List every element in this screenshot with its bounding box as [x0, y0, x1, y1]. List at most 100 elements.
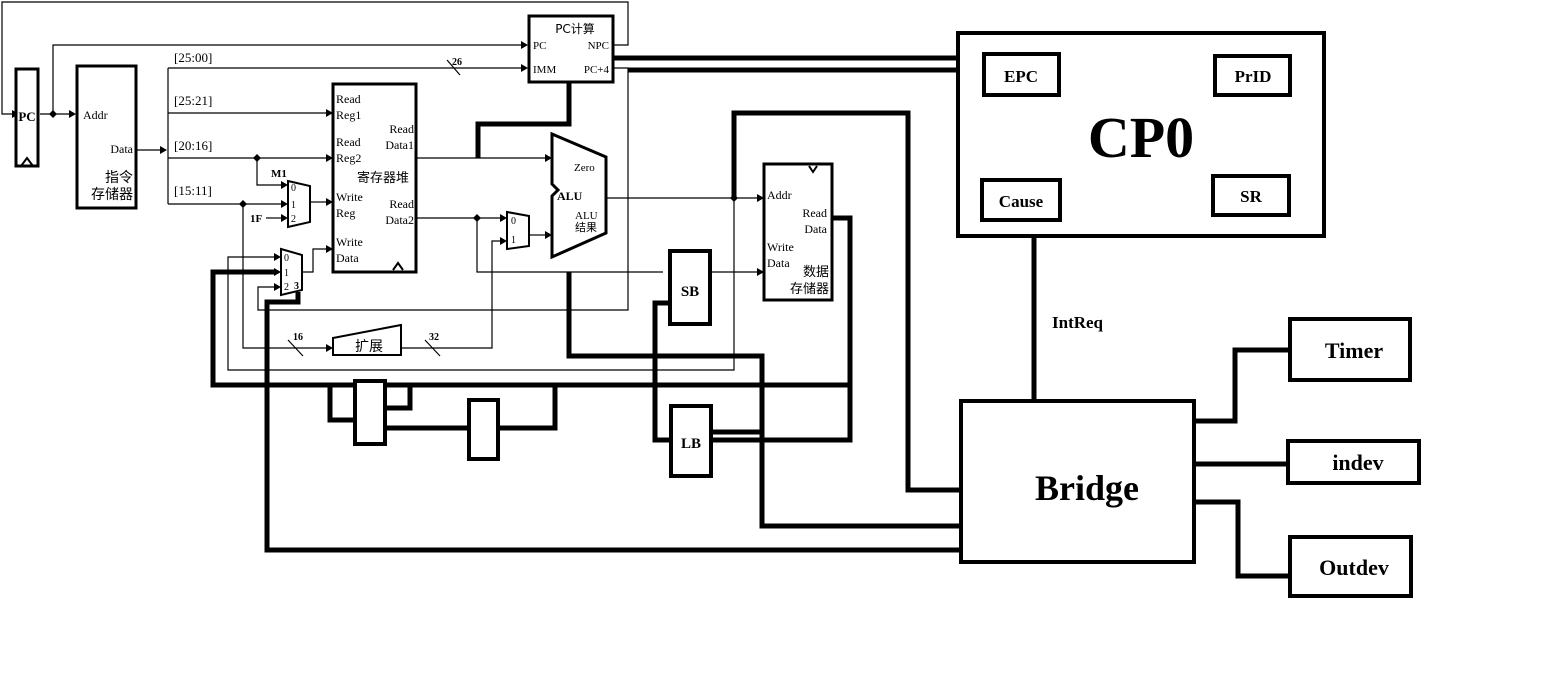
- wire-rt-to-m1: [256, 158, 281, 186]
- wire-ext-to-mux: [402, 240, 500, 349]
- cp0-cause-label: Cause: [999, 192, 1044, 211]
- dmem-title-2: 存储器: [790, 282, 829, 297]
- instruction-memory: Addr Data 指令 存储器: [75, 64, 138, 210]
- mux-m1-in2: 2: [291, 214, 296, 225]
- rf-write-reg-a: Write: [336, 190, 363, 204]
- bus-readdata-to-wdmux: [210, 215, 853, 388]
- lb-label: LB: [681, 436, 701, 452]
- bus-slash-26: [446, 59, 461, 76]
- dmem-write-a: Write: [767, 240, 794, 254]
- rf-read-data2-b: Data2: [385, 213, 414, 227]
- mux-alu-in1: 1: [511, 235, 516, 246]
- pccalc-pc-port: PC: [533, 40, 546, 52]
- cp0-sr-label: SR: [1240, 187, 1262, 206]
- cp0-sr-box: [1211, 174, 1291, 217]
- alu-name: ALU: [557, 189, 583, 203]
- field-25-00: [25:00]: [174, 50, 212, 65]
- mux-wd-in1: 1: [284, 268, 289, 279]
- dmem-addr-label: Addr: [767, 188, 792, 202]
- mux-alu-in0: 0: [511, 216, 516, 227]
- rf-write-data-b: Data: [336, 251, 359, 265]
- bus-alu-to-bridge: [566, 272, 962, 529]
- bus-width-16: 16: [293, 332, 303, 343]
- thick-wires: [210, 55, 1290, 579]
- device-timer: Timer: [1288, 317, 1412, 382]
- dmem-title-1: 数据: [803, 265, 829, 280]
- extender: 扩展 16 32: [293, 323, 439, 356]
- mux-wd-in0: 0: [284, 253, 289, 264]
- cp0-prid-box: [1213, 54, 1292, 97]
- alu-zero-label: Zero: [574, 162, 595, 174]
- bus-reg1-in: [327, 385, 355, 423]
- wire-imm16-to-ext: [242, 204, 326, 349]
- bus-reg2-out: [498, 385, 558, 431]
- bus-slash-32: [424, 339, 441, 357]
- pccalc-title: PC计算: [555, 21, 595, 36]
- mux-m1-label: M1: [271, 168, 287, 180]
- rf-read-reg1-b: Reg1: [336, 108, 361, 122]
- intreq-label: IntReq: [1052, 313, 1104, 332]
- rf-title: 寄存器堆: [357, 170, 409, 186]
- wire-rd2-to-sb: [476, 218, 663, 273]
- bus-reg1-out: [385, 385, 413, 411]
- small-block-1: [353, 379, 387, 446]
- rf-read-data1-b: Data1: [385, 138, 414, 152]
- rf-read-reg2-a: Read: [336, 135, 361, 149]
- bus-pccalc-branch: [475, 82, 572, 158]
- wire-aluout-to-wdmux0: [227, 198, 735, 371]
- pccalc-npc-port: NPC: [588, 40, 609, 52]
- mux-alu-src: 0 1: [506, 210, 530, 251]
- mux-m1-in0: 0: [291, 183, 296, 194]
- bus-sb-lb: [652, 300, 669, 443]
- dmem-read-b: Data: [804, 222, 827, 236]
- alu-result-a: ALU: [575, 210, 598, 222]
- thin-wires: [1, 1, 757, 371]
- outdev-label: Outdev: [1319, 555, 1389, 580]
- rf-write-data-a: Write: [336, 235, 363, 249]
- sb-block: SB: [668, 249, 712, 326]
- mux-wd-in2: 2: [284, 282, 289, 293]
- cp0: CP0 EPC PrID Cause SR: [956, 31, 1326, 238]
- wire-pc-to-pccalc: [52, 44, 522, 114]
- alu: Zero ALU ALU 结果: [550, 131, 608, 260]
- bridge: Bridge: [959, 399, 1196, 564]
- rf-read-reg1-a: Read: [336, 92, 361, 106]
- imem-title-2: 存储器: [91, 187, 133, 203]
- field-25-21: [25:21]: [174, 93, 212, 108]
- alu-result-b: 结果: [575, 221, 597, 234]
- imem-title-1: 指令: [105, 170, 133, 186]
- cp0-epc-box: [982, 52, 1061, 97]
- cp0-epc-label: EPC: [1004, 67, 1038, 86]
- imem-addr-label: Addr: [83, 108, 108, 122]
- bus-readdata-to-lb: [712, 385, 853, 443]
- dmem-read-a: Read: [802, 206, 827, 220]
- mux-write-data: 0 1 2 3: [280, 247, 303, 297]
- pccalc-pc4-port: PC+4: [584, 64, 610, 76]
- rf-write-reg-b: Reg: [336, 206, 355, 220]
- mux-m1: M1 0 1 2 1F: [250, 168, 311, 229]
- timer-label: Timer: [1325, 338, 1383, 363]
- mux-m1-in1: 1: [291, 200, 296, 211]
- field-20-16: [20:16]: [174, 138, 212, 153]
- wire-npc-to-pc: [1, 1, 629, 115]
- indev-label: indev: [1332, 450, 1383, 475]
- device-outdev: Outdev: [1288, 535, 1413, 598]
- cp0-prid-label: PrID: [1235, 67, 1272, 86]
- instruction-fields: [25:00] [25:21] [20:16] [15:11] 26: [174, 50, 462, 198]
- pc-label: PC: [18, 109, 35, 124]
- cp0-title: CP0: [1088, 105, 1194, 170]
- register-file: Read Reg1 Read Reg2 Write Reg Write Data…: [331, 82, 418, 274]
- small-block-2: [467, 398, 500, 461]
- bus-bridge-outdev: [1195, 499, 1290, 579]
- data-memory: Addr Read Data Write Data 数据 存储器: [762, 162, 834, 302]
- sb-label: SB: [681, 284, 699, 300]
- bridge-label: Bridge: [1035, 468, 1139, 508]
- rf-read-reg2-b: Reg2: [336, 151, 361, 165]
- lb-block: LB: [669, 404, 713, 478]
- bus-addr-to-bridge: [731, 110, 962, 493]
- bus-width-26: 26: [452, 57, 462, 68]
- wire-wdmux-out: [302, 248, 326, 273]
- bus-bridge-timer: [1195, 347, 1290, 424]
- bus-slash-16: [287, 339, 304, 357]
